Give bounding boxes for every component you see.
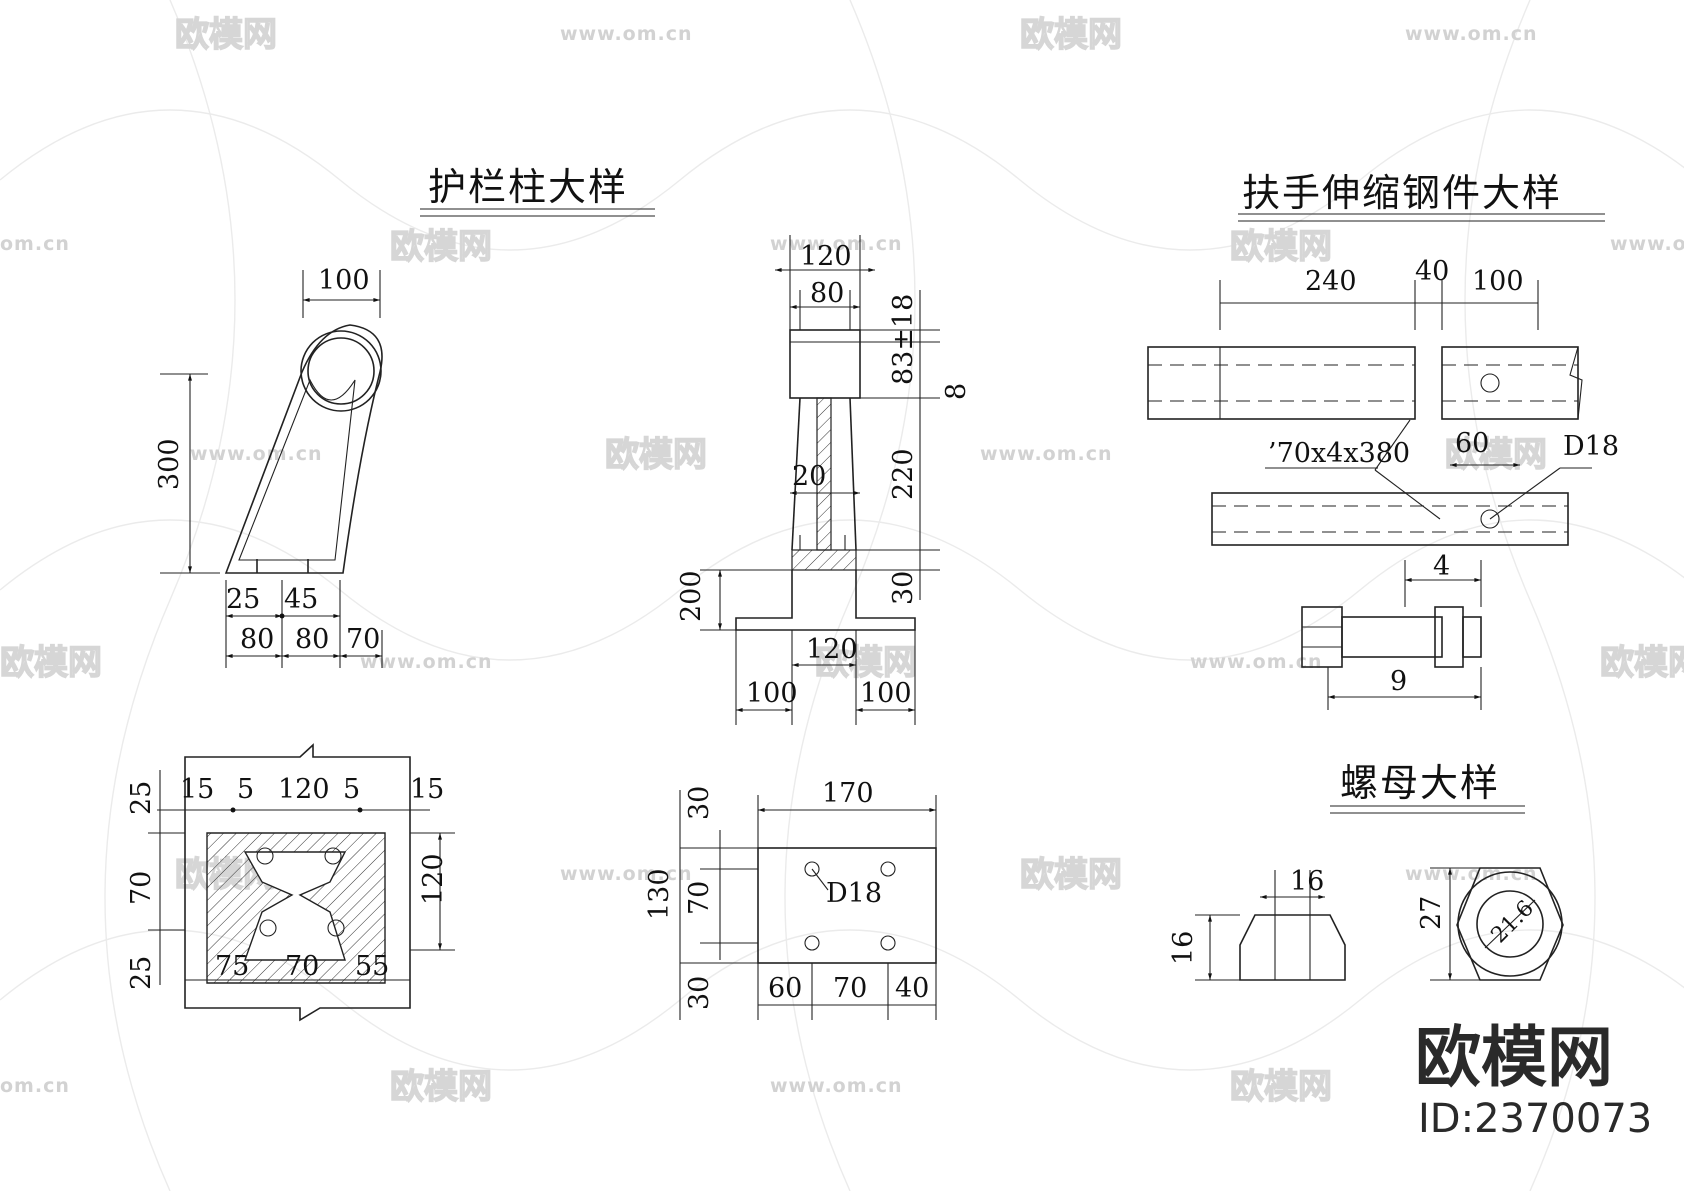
brand-logo: 欧模网 ID:2370073 <box>1415 1019 1652 1142</box>
watermark-url: om.cn <box>0 1075 70 1097</box>
watermark-url: www.om.cn <box>360 651 493 673</box>
watermark-url: www.om.cn <box>980 443 1113 465</box>
dim-text: 15 <box>180 774 214 805</box>
dim-text: 27 <box>1416 896 1447 930</box>
watermark-text: 欧模网 <box>1445 435 1547 475</box>
watermark-url: www.om.cn <box>1190 651 1323 673</box>
dim-text: 15 <box>410 774 444 805</box>
dim-text: 130 <box>644 868 675 920</box>
watermark-text: 欧模网 <box>1600 643 1684 683</box>
dim-text: 75 <box>215 951 249 982</box>
watermark-url: www.om.cn <box>1405 863 1538 885</box>
dim-text: 70 <box>833 973 867 1004</box>
watermark-text: 欧模网 <box>1230 227 1332 267</box>
watermark-text: 欧模网 <box>0 643 102 683</box>
handrail-steel: 240 40 100 ’70x4x380 60 D18 4 9 <box>1147 256 1619 710</box>
dim-text: 120 <box>418 853 449 905</box>
dim-text: 100 <box>318 265 370 296</box>
dim-text: 80 <box>295 624 329 655</box>
watermark-text: 欧模网 <box>815 643 917 683</box>
brand-id: ID:2370073 <box>1418 1096 1652 1142</box>
dim-text: 9 <box>1390 666 1407 697</box>
dim-text: 16 <box>1290 866 1324 897</box>
svg-text:护栏柱大样: 护栏柱大样 <box>428 165 628 209</box>
dim-text: 80 <box>810 278 844 309</box>
dim-text: 16 <box>1168 931 1199 965</box>
dim-text: 170 <box>822 778 874 809</box>
watermark-url: www.om.cn <box>770 233 903 255</box>
dim-text: 25 <box>126 956 157 990</box>
dim-text: 4 <box>1433 551 1450 582</box>
dim-text: 8 <box>941 383 972 400</box>
dim-text: 30 <box>888 571 919 605</box>
watermark-url: www.om.cn <box>560 23 693 45</box>
brand-logo-text: 欧模网 <box>1415 1019 1613 1096</box>
svg-text:螺母大样: 螺母大样 <box>1340 761 1500 805</box>
dim-text: 220 <box>888 448 919 500</box>
dim-text: D18 <box>1563 431 1619 462</box>
watermark-url: www.om.cn <box>770 1075 903 1097</box>
dim-text: 25 <box>226 584 260 615</box>
watermark-text: 欧模网 <box>175 15 277 55</box>
railing-post-elevation: 100 300 25 45 80 80 70 <box>154 265 383 668</box>
dim-text: 25 <box>126 781 157 815</box>
dim-text: 200 <box>676 570 707 622</box>
dim-text: 60 <box>1455 428 1489 459</box>
dim-text: 30 <box>684 976 715 1010</box>
dim-text: 300 <box>154 438 185 490</box>
title-railing-post: 护栏柱大样 <box>420 165 655 217</box>
dim-text: 40 <box>1415 256 1449 287</box>
watermark-text: 欧模网 <box>1020 855 1122 895</box>
dim-text: 60 <box>768 973 802 1004</box>
watermark-text: 欧模网 <box>390 227 492 267</box>
dim-text: 40 <box>895 973 929 1004</box>
railing-post-section: 15 5 120 5 15 25 70 25 120 75 70 55 <box>126 743 455 1022</box>
watermark-url: www.om.cn <box>560 863 693 885</box>
dim-text: 55 <box>355 951 389 982</box>
watermark-text: 欧模网 <box>390 1067 492 1107</box>
dim-text: 80 <box>240 624 274 655</box>
dim-text: 100 <box>1472 266 1524 297</box>
dim-text: 70 <box>126 871 157 905</box>
dim-text: 70 <box>684 881 715 915</box>
dim-text: 30 <box>684 786 715 820</box>
watermark-text: 欧模网 <box>605 435 707 475</box>
watermark-text: 欧模网 <box>1020 15 1122 55</box>
watermark-text: 欧模网 <box>1230 1067 1332 1107</box>
dim-text: 240 <box>1305 266 1357 297</box>
svg-text:扶手伸缩钢件大样: 扶手伸缩钢件大样 <box>1242 171 1562 215</box>
nut-detail: 16 16 21.6 27 <box>1168 866 1564 981</box>
dim-text: 70 <box>285 951 319 982</box>
watermark-url: www.om.cn <box>190 443 323 465</box>
watermark-url: www.om.cn <box>1610 233 1684 255</box>
title-handrail-steel: 扶手伸缩钢件大样 <box>1238 171 1605 222</box>
post-side-view: 120 80 83±18 8 220 30 20 200 120 100 100 <box>676 235 972 725</box>
dim-text: 120 <box>278 774 330 805</box>
dim-text: 100 <box>860 678 912 709</box>
dim-text: ’70x4x380 <box>1268 438 1410 469</box>
watermark-url: www.om.cn <box>1405 23 1538 45</box>
dim-text: 83±18 <box>888 294 919 385</box>
dim-text: D18 <box>826 878 882 909</box>
dim-text: 100 <box>746 678 798 709</box>
dim-text: 120 <box>806 634 858 665</box>
dim-text: 5 <box>237 774 254 805</box>
base-plate: D18 170 30 130 70 30 60 70 40 <box>644 778 937 1020</box>
dim-text: 20 <box>792 461 826 492</box>
dim-text: 120 <box>800 241 852 272</box>
dim-text: 45 <box>284 584 318 615</box>
title-nut: 螺母大样 <box>1330 761 1525 814</box>
dim-text: 5 <box>343 774 360 805</box>
dim-text: 70 <box>346 624 380 655</box>
watermark-url: om.cn <box>0 233 70 255</box>
